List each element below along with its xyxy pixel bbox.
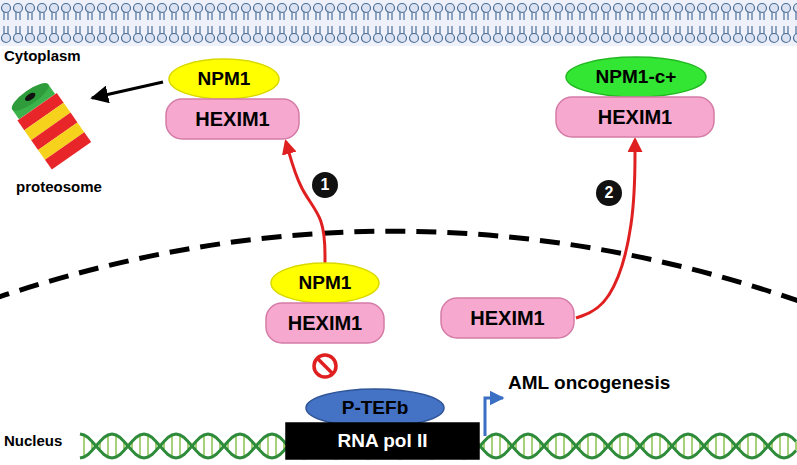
ellipse-outline — [271, 263, 379, 303]
protein-box: HEXIM1 — [265, 302, 385, 344]
proteasome-illustration — [7, 77, 92, 169]
region-label: proteosome — [16, 178, 102, 195]
membrane-band — [0, 0, 797, 46]
transcription-arrow — [485, 398, 503, 436]
degradation-arrow — [92, 82, 163, 98]
dna-rung — [107, 435, 109, 457]
dna-rung — [651, 435, 653, 457]
callout-number: 1 — [312, 172, 338, 198]
dna-rung — [115, 435, 117, 457]
dna-rung — [243, 435, 245, 457]
dna-rung — [147, 435, 149, 457]
dna-rung — [555, 435, 557, 457]
lipid-bilayer — [0, 0, 797, 46]
translocation-arrow — [286, 142, 325, 263]
translocation-arrow — [576, 140, 635, 318]
box-outline — [441, 298, 574, 338]
nuclear-envelope — [0, 231, 797, 305]
protein-name: HEXIM1 — [288, 312, 362, 335]
dna-rung — [747, 435, 749, 457]
region-label: Nucleus — [4, 432, 62, 449]
region-label: AML oncogenesis — [508, 372, 670, 394]
protein-name: NPM1 — [299, 272, 352, 294]
complex-box: RNA pol II — [285, 422, 480, 460]
dna-rung — [715, 435, 717, 457]
dna-rung — [523, 435, 525, 457]
protein-ellipse: NPM1 — [270, 262, 380, 304]
protein-name: NPM1-c+ — [596, 66, 677, 88]
box-outline — [286, 423, 479, 459]
protein-ellipse: NPM1-c+ — [565, 56, 707, 98]
dna-rung — [171, 435, 173, 457]
dna-rung — [659, 435, 661, 457]
dna-rung — [627, 435, 629, 457]
dna-rung — [139, 435, 141, 457]
dna-rung — [683, 435, 685, 457]
dna-rung — [83, 435, 85, 457]
protein-box: HEXIM1 — [555, 96, 715, 138]
ellipse-outline — [169, 59, 279, 99]
dna-rung — [723, 435, 725, 457]
callout-number: 2 — [596, 180, 622, 206]
dna-rung — [203, 435, 205, 457]
dna-rung — [275, 435, 277, 457]
protein-box: HEXIM1 — [165, 98, 300, 140]
protein-name: NPM1 — [198, 68, 251, 90]
protein-name: HEXIM1 — [598, 106, 672, 129]
dna-rung — [755, 435, 757, 457]
protein-name: P-TEFb — [342, 397, 409, 419]
protein-ellipse: P-TEFb — [305, 388, 445, 428]
protein-name: RNA pol II — [337, 430, 427, 452]
dna-rung — [499, 435, 501, 457]
dna-rung — [691, 435, 693, 457]
dna-rung — [179, 435, 181, 457]
dna-rung — [211, 435, 213, 457]
dna-rung — [779, 435, 781, 457]
protein-box: HEXIM1 — [440, 297, 575, 339]
box-outline — [556, 97, 714, 137]
protein-name: HEXIM1 — [195, 108, 269, 131]
dna-rung — [587, 435, 589, 457]
dna-rung — [619, 435, 621, 457]
dna-rung — [595, 435, 597, 457]
box-outline — [266, 303, 384, 343]
dna-rung — [235, 435, 237, 457]
dna-rung — [531, 435, 533, 457]
box-outline — [166, 99, 299, 139]
region-label: Cytoplasm — [4, 47, 81, 64]
ellipse-outline — [566, 57, 706, 97]
dna-rung — [795, 441, 797, 450]
dna-rung — [787, 435, 789, 457]
dna-rung — [491, 435, 493, 457]
ellipse-outline — [306, 389, 444, 427]
protein-name: HEXIM1 — [470, 307, 544, 330]
inhibition-symbol — [314, 355, 336, 377]
dna-rung — [563, 435, 565, 457]
protein-ellipse: NPM1 — [168, 58, 280, 100]
dna-rung — [267, 435, 269, 457]
